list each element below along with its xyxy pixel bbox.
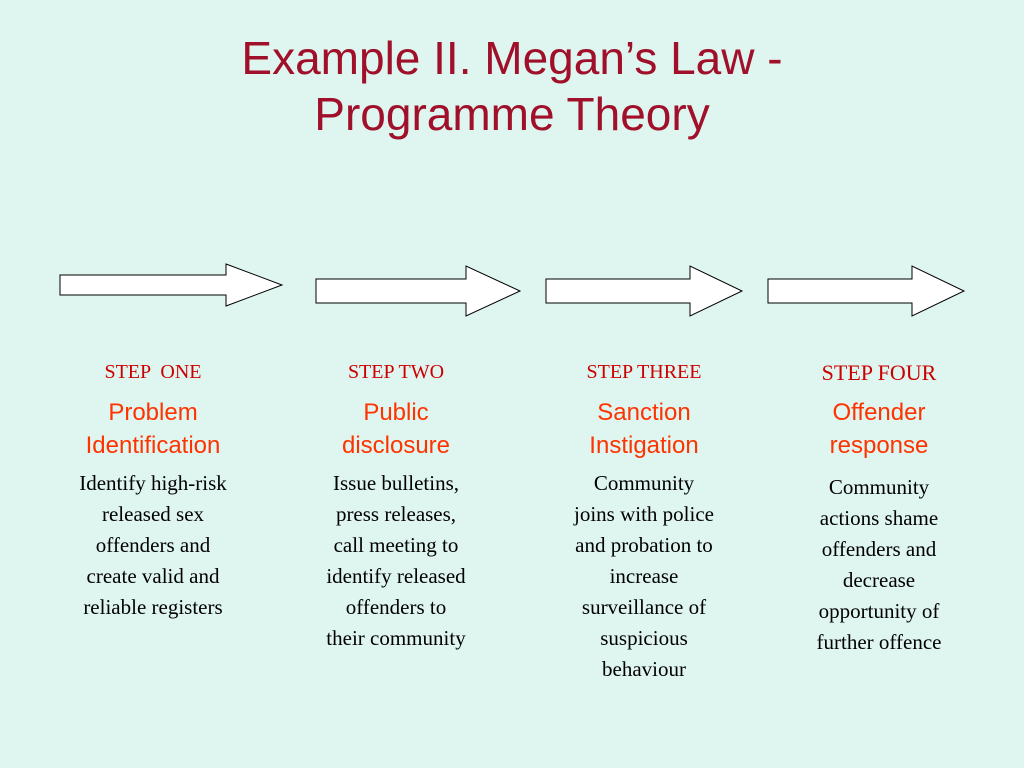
step-one-column: STEP ONE Problem Identification Identify… (53, 360, 253, 623)
step-description: Issue bulletins, press releases, call me… (296, 468, 496, 654)
slide-title-line-1: Example II. Megan’s Law - (241, 32, 783, 84)
step-heading: Offender response (779, 396, 979, 462)
arrow-icon-step-three (545, 265, 744, 317)
step-label: STEP FOUR (821, 360, 937, 385)
step-heading: Problem Identification (53, 396, 253, 462)
arrow-icon-step-one (59, 263, 284, 307)
step-description-line: Community (593, 471, 695, 495)
step-label: STEP THREE (586, 361, 702, 383)
step-description-line: decrease (842, 568, 916, 592)
step-description-line: Identify high-risk (79, 471, 227, 495)
step-description-line: offenders to (345, 595, 447, 619)
step-description-line: Community (828, 475, 930, 499)
step-description-line: suspicious (600, 626, 688, 650)
slide-title: Example II. Megan’s Law - Programme Theo… (0, 30, 1024, 142)
step-description-line: offenders and (821, 537, 937, 561)
step-heading-line: response (829, 432, 929, 459)
step-description-line: their community (326, 626, 466, 650)
step-description: Community joins with police and probatio… (544, 468, 744, 685)
step-description-line: call meeting to (333, 533, 459, 557)
step-description-line: joins with police (574, 502, 714, 526)
step-description-line: surveillance of (581, 595, 707, 619)
step-heading-line: Instigation (589, 432, 699, 459)
step-description-line: further offence (816, 630, 942, 654)
step-three-column: STEP THREE Sanction Instigation Communit… (544, 360, 744, 685)
step-heading-line: Public (363, 399, 429, 426)
step-label: STEP TWO (347, 361, 445, 383)
step-two-column: STEP TWO Public disclosure Issue bulleti… (296, 360, 496, 654)
step-description: Identify high-risk released sex offender… (53, 468, 253, 623)
step-heading-line: Offender (832, 399, 926, 426)
step-description-line: opportunity of (818, 599, 940, 623)
step-label: STEP ONE (104, 361, 202, 383)
step-description-line: released sex (101, 502, 205, 526)
step-description-line: increase (609, 564, 679, 588)
step-description-line: behaviour (602, 657, 686, 681)
step-description-line: identify released (326, 564, 466, 588)
slide-title-line-2: Programme Theory (314, 88, 710, 140)
step-description: Community actions shame offenders and de… (779, 472, 979, 658)
step-description-line: reliable registers (83, 595, 223, 619)
step-description-line: offenders and (95, 533, 211, 557)
step-heading-line: Identification (85, 432, 221, 459)
step-description-line: create valid and (86, 564, 220, 588)
step-heading: Sanction Instigation (544, 396, 744, 462)
step-description-line: press releases, (335, 502, 457, 526)
step-heading-line: disclosure (341, 432, 451, 459)
step-description-line: Issue bulletins, (333, 471, 459, 495)
step-description-line: actions shame (819, 506, 939, 530)
step-description-line: and probation to (575, 533, 713, 557)
step-heading-line: Problem (108, 399, 198, 426)
step-four-column: STEP FOUR Offender response Community ac… (779, 360, 979, 658)
arrow-icon-step-four (767, 265, 966, 317)
step-heading-line: Sanction (597, 399, 691, 426)
step-heading: Public disclosure (296, 396, 496, 462)
arrow-icon-step-two (315, 265, 522, 317)
